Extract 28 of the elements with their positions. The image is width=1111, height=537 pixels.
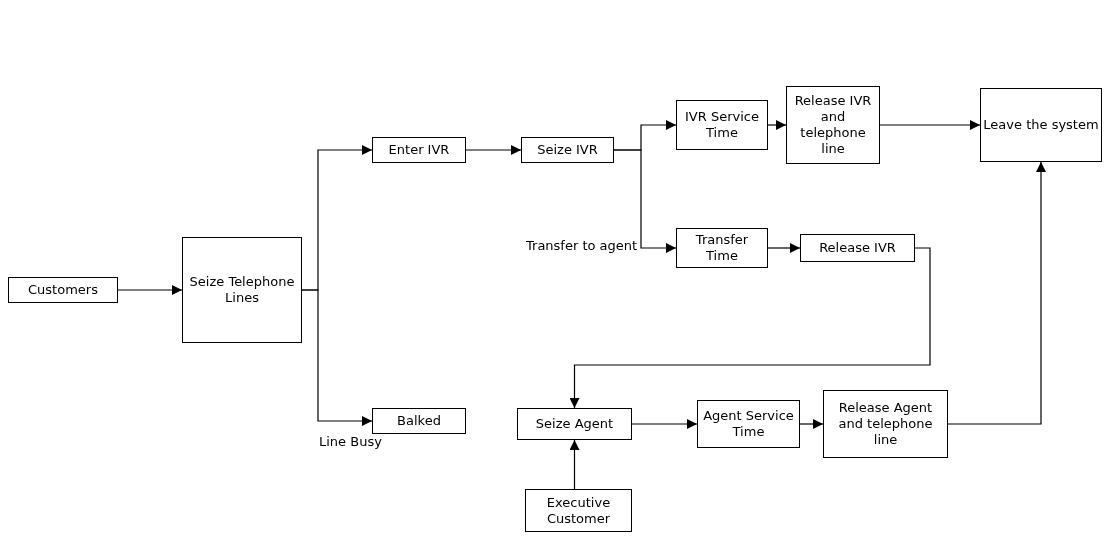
process-box: Seize IVR — [521, 137, 614, 163]
arrow — [767, 120, 787, 130]
arrow — [631, 419, 698, 429]
arrow — [301, 289, 373, 426]
process-box: Release Agent and telephone line — [823, 390, 948, 458]
process-box: Customers — [8, 277, 118, 303]
arrow — [799, 419, 824, 429]
process-box: Transfer Time — [676, 228, 768, 268]
process-box: Executive Customer — [525, 489, 632, 532]
process-box: Agent Service Time — [697, 400, 800, 448]
arrow — [465, 145, 522, 155]
process-box: Release IVR — [800, 234, 915, 262]
arrow — [767, 243, 801, 253]
arrow — [569, 439, 580, 490]
arrow — [569, 247, 931, 409]
process-box: Seize Agent — [517, 408, 632, 440]
arrow — [117, 285, 183, 295]
arrow — [947, 161, 1046, 425]
process-box: Balked — [372, 408, 466, 434]
arrow — [879, 120, 981, 130]
process-box: Leave the system — [980, 88, 1102, 162]
edge-label: Transfer to agent — [525, 238, 639, 254]
arrow — [613, 149, 677, 253]
edge-label: Line Busy — [318, 434, 383, 450]
process-box: Enter IVR — [372, 137, 466, 163]
process-box: Release IVR and telephone line — [786, 86, 880, 164]
process-box: IVR Service Time — [676, 100, 768, 150]
process-box: Seize Telephone Lines — [182, 237, 302, 343]
